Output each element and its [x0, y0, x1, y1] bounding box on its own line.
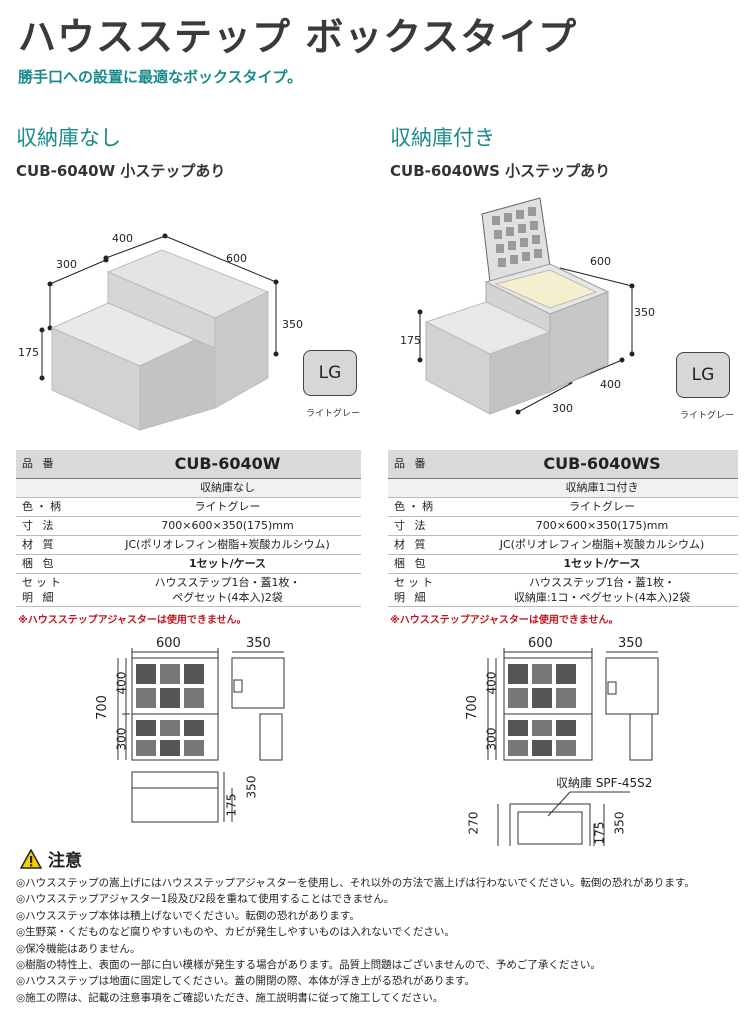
right-spec-size: 700×600×350(175)mm: [466, 516, 738, 536]
left-spec-label-set1: セット: [22, 576, 64, 589]
left-draw-400: 400: [114, 671, 129, 695]
caution-item: ◎ハウスステップの嵩上げにはハウスステップアジャスターを使用し、それ以外の方法で…: [16, 877, 695, 889]
left-spec-set2: ペグセット(4本入)2袋: [172, 591, 283, 604]
right-draw-600: 600: [528, 636, 553, 651]
caution-heading: 注意: [48, 851, 82, 871]
right-spec-set1: ハウスステップ1台・蓋1枚・: [529, 576, 675, 589]
caution-item: ◎ハウスステップ本体は積上げないでください。転倒の恐れがあります。: [16, 909, 360, 922]
left-dim-400: 400: [112, 232, 133, 245]
right-spec-model: CUB-6040WS: [466, 450, 738, 479]
right-spec-model-sub: 収納庫1コ付き: [466, 478, 738, 498]
right-technical-drawing: [487, 648, 659, 846]
right-spec-label-model: 品 番: [388, 450, 466, 479]
right-spec-label-set1: セット: [394, 576, 436, 589]
right-color-caption: ライトグレー: [680, 411, 735, 421]
caution-item: ◎保冷機能はありません。: [16, 942, 141, 955]
right-dim-400: 400: [600, 378, 621, 391]
left-section-title: 収納庫なし: [16, 126, 121, 150]
right-spec-color: ライトグレー: [466, 497, 738, 517]
right-dim-350: 350: [634, 306, 655, 319]
left-draw-300: 300: [114, 727, 129, 751]
left-draw-175: 175: [224, 793, 239, 817]
right-spec-set2: 収納庫:1コ・ペグセット(4本入)2袋: [513, 591, 691, 604]
right-spec-label-color: 色・柄: [388, 497, 466, 517]
left-spec-model: CUB-6040W: [94, 450, 361, 479]
left-spec-label-model: 品 番: [16, 450, 94, 479]
caution-item: ◎ハウスステップは地面に固定してください。蓋の開閉の際、本体が浮き上がる恐れがあ…: [16, 975, 475, 988]
right-draw-300: 300: [484, 727, 499, 751]
left-draw-350: 350: [246, 636, 271, 651]
left-dim-350: 350: [282, 318, 303, 331]
right-spec-label-material: 材 質: [388, 535, 466, 555]
left-spec-model-sub: 収納庫なし: [94, 478, 361, 498]
left-color-caption: ライトグレー: [306, 409, 361, 419]
left-spec-pack: 1セット/ケース: [94, 554, 361, 574]
left-draw-350v: 350: [244, 775, 259, 799]
right-spec-label-size: 寸 法: [388, 516, 466, 536]
left-spec-color: ライトグレー: [94, 497, 361, 517]
caution-list: ◎ハウスステップの嵩上げにはハウスステップアジャスターを使用し、それ以外の方法で…: [16, 875, 695, 1006]
caution-item: ◎樹脂の特性上、表面の一部に白い模様が発生する場合があります。品質上問題はござい…: [16, 959, 601, 972]
right-draw-175: 175: [592, 821, 607, 845]
right-dim-300: 300: [552, 402, 573, 415]
right-dim-175: 175: [400, 334, 421, 347]
right-spec-pack: 1セット/ケース: [466, 554, 738, 574]
left-spec-label-material: 材 質: [16, 535, 94, 555]
caution-heading-block: 注意: [20, 846, 82, 871]
right-spec-label-set2: 明 細: [394, 591, 429, 604]
right-draw-350v: 350: [612, 811, 627, 835]
right-product-illustration: [417, 197, 635, 415]
left-spec-label-pack: 梱 包: [16, 554, 94, 574]
caution-item: ◎ハウスステップアジャスター1段及び2段を重ねて使用することはできません。: [16, 893, 395, 906]
right-draw-700: 700: [464, 695, 480, 720]
right-adjuster-note: ※ハウスステップアジャスターは使用できません。: [390, 615, 619, 626]
left-product-illustration: [39, 233, 279, 431]
left-spec-label-set2: 明 細: [22, 591, 57, 604]
page-title: ハウスステップ ボックスタイプ: [18, 15, 578, 59]
left-spec-material: JC(ポリオレフィン樹脂+炭酸カルシウム): [94, 535, 361, 555]
right-draw-350: 350: [618, 636, 643, 651]
left-draw-600: 600: [156, 636, 181, 651]
warning-icon: [20, 848, 42, 869]
caution-item: ◎生野菜・くだものなど腐りやすいものや、カビが発生しやすいものは入れないでくださ…: [16, 926, 455, 939]
right-model-line: CUB-6040WS 小ステップあり: [390, 162, 611, 180]
left-technical-drawing: [117, 648, 285, 823]
left-adjuster-note: ※ハウスステップアジャスターは使用できません。: [18, 615, 247, 626]
right-section-title: 収納庫付き: [390, 126, 495, 150]
left-spec-size: 700×600×350(175)mm: [94, 516, 361, 536]
caution-item: ◎施工の際は、記載の注意事項をご確認いただき、施工説明書に従って施工してください…: [16, 991, 444, 1004]
left-spec-set1: ハウスステップ1台・蓋1枚・: [154, 576, 301, 589]
page-subtitle: 勝手口への設置に最適なボックスタイプ。: [18, 68, 303, 86]
right-draw-400: 400: [484, 671, 499, 695]
left-draw-700: 700: [94, 695, 110, 720]
left-model-line: CUB-6040W 小ステップあり: [16, 162, 226, 180]
left-color-badge: LG: [303, 350, 357, 396]
right-color-badge: LG: [676, 352, 730, 398]
right-spec-label-pack: 梱 包: [388, 554, 466, 574]
left-spec-label-color: 色・柄: [16, 497, 94, 517]
right-draw-270: 270: [466, 811, 481, 835]
left-dim-175: 175: [18, 346, 39, 359]
left-dim-300: 300: [56, 258, 77, 271]
right-dim-600: 600: [590, 255, 611, 268]
right-spec-material: JC(ポリオレフィン樹脂+炭酸カルシウム): [466, 535, 738, 555]
right-storage-label: 収納庫 SPF-45S2: [556, 776, 653, 790]
left-spec-label-size: 寸 法: [16, 516, 94, 536]
left-dim-600: 600: [226, 252, 247, 265]
